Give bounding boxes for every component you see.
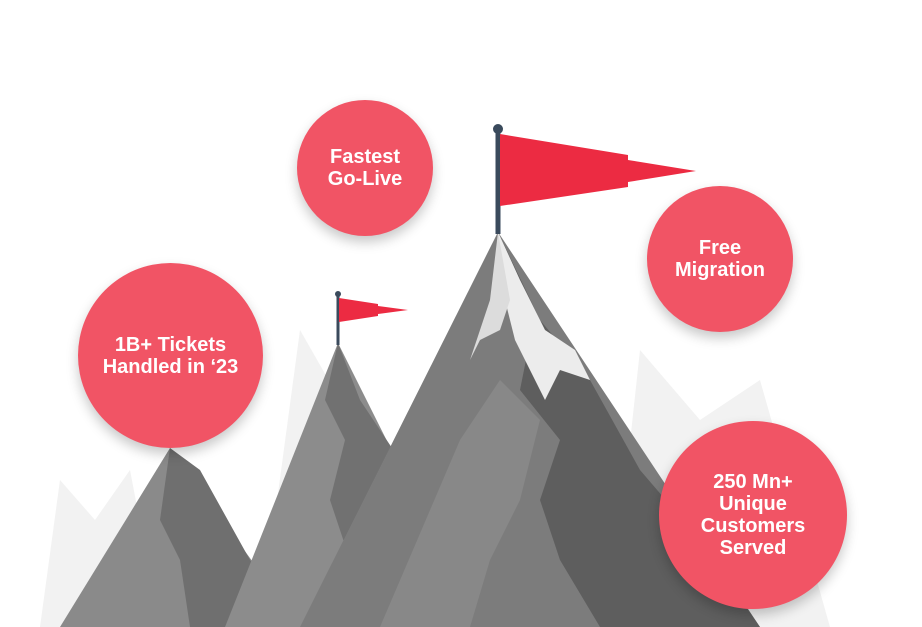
stat-bubble-free-migration: Free Migration [647, 186, 793, 332]
stat-line: Handled in ‘23 [102, 355, 239, 378]
small-flag-icon [335, 291, 408, 345]
stat-line: Migration [675, 259, 765, 281]
stat-line: 250 Mn+ [713, 471, 793, 493]
stat-line: Go-Live [327, 168, 403, 190]
main-peak [300, 232, 760, 627]
stat-line: Free [698, 237, 742, 259]
stat-bubble-fastest-go-live: Fastest Go-Live [297, 100, 433, 236]
stat-bubble-tickets-handled: 1B+ Tickets Handled in ‘23 [78, 263, 263, 448]
stat-line: Customers [700, 515, 806, 537]
stat-line: 1B+ Tickets [114, 333, 227, 356]
stat-line: Served [719, 537, 787, 559]
stat-bubble-unique-customers: 250 Mn+ Unique Customers Served [659, 421, 847, 609]
summit-flag-icon [493, 124, 696, 234]
stat-line: Fastest [329, 146, 401, 168]
stat-line: Unique [719, 493, 787, 515]
